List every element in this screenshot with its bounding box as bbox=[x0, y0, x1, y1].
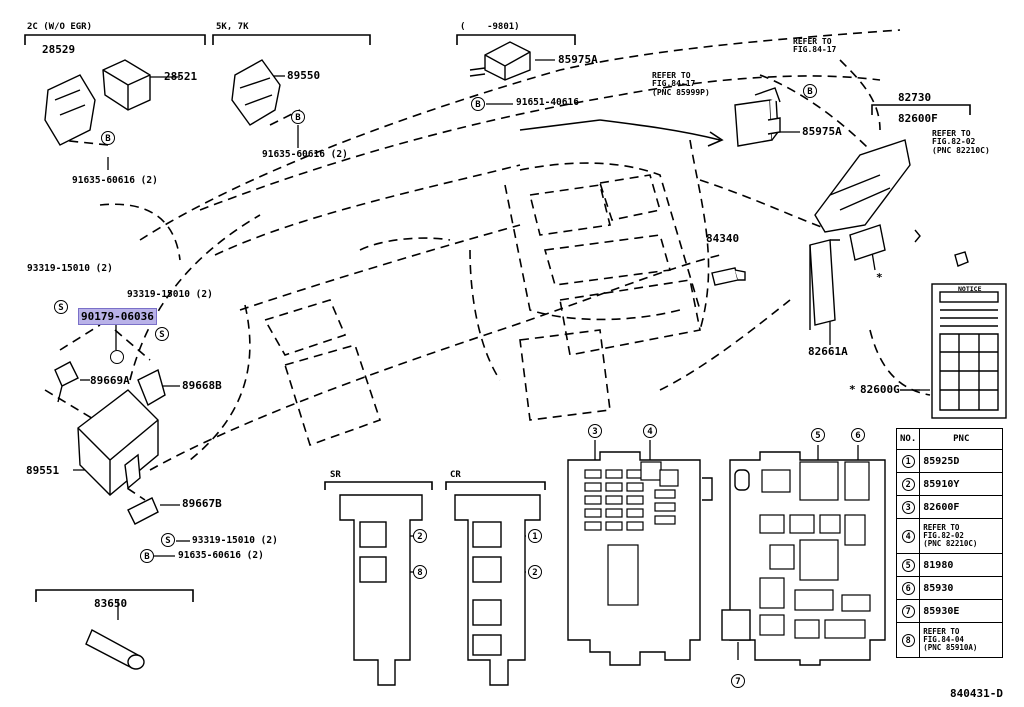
row-number: 5 bbox=[901, 558, 915, 572]
screw-s-icon: S bbox=[161, 533, 175, 547]
row-pnc[interactable]: REFER TO FIG.84-04 (PNC 85910A) bbox=[919, 622, 1004, 658]
table-row[interactable]: 6 85930 bbox=[895, 576, 1004, 600]
table-row[interactable]: 2 85910Y bbox=[895, 472, 1004, 496]
row-number: 6 bbox=[901, 581, 915, 595]
section-5k-7k: 5K, 7K bbox=[216, 22, 249, 32]
callout-8-sr[interactable]: 8 bbox=[413, 565, 427, 579]
part-91635-a[interactable]: 91635-60616 (2) bbox=[72, 175, 158, 186]
part-82600g[interactable]: 82600G bbox=[860, 383, 900, 396]
part-91635-b[interactable]: 91635-60616 (2) bbox=[262, 149, 348, 160]
part-93319-c[interactable]: 93319-15010 (2) bbox=[192, 535, 278, 546]
row-pnc[interactable]: 85930 bbox=[919, 576, 1004, 600]
part-91651[interactable]: 91651-40616 bbox=[516, 97, 579, 108]
row-number: 4 bbox=[901, 529, 915, 543]
section-9801: ( -9801) bbox=[460, 22, 520, 32]
callout-7[interactable]: 7 bbox=[731, 674, 745, 688]
row-number: 8 bbox=[901, 633, 915, 647]
callout-3[interactable]: 3 bbox=[588, 424, 602, 438]
bolt-b-icon: B bbox=[101, 131, 115, 145]
part-93319-b[interactable]: 93319-15010 (2) bbox=[127, 289, 213, 300]
part-90179-06036[interactable]: 90179-06036 bbox=[78, 308, 157, 325]
table-header-pnc: PNC bbox=[919, 428, 1004, 450]
row-number: 1 bbox=[901, 454, 915, 468]
part-89668b[interactable]: 89668B bbox=[182, 379, 222, 392]
nut-icon bbox=[110, 350, 124, 364]
star-mark-ecu: * bbox=[876, 271, 883, 284]
part-83650[interactable]: 83650 bbox=[94, 597, 128, 610]
row-pnc[interactable]: 85910Y bbox=[919, 472, 1004, 496]
row-pnc[interactable]: 85925D bbox=[919, 449, 1004, 473]
part-89669a[interactable]: 89669A bbox=[90, 374, 130, 387]
notice-label: NOTICE bbox=[958, 285, 982, 293]
part-84340[interactable]: 84340 bbox=[706, 232, 740, 245]
part-90179-highlight[interactable]: 90179-06036 bbox=[78, 308, 157, 325]
refer-note-84-17-pnc: REFER TO FIG.84-17 (PNC 85999P) bbox=[652, 71, 710, 97]
row-pnc[interactable]: 81980 bbox=[919, 553, 1004, 577]
part-91635-c[interactable]: 91635-60616 (2) bbox=[178, 550, 264, 561]
section-2c: 2C (W/O EGR) bbox=[27, 22, 93, 32]
row-pnc[interactable]: REFER TO FIG.82-02 (PNC 82210C) bbox=[919, 518, 1004, 554]
row-number: 2 bbox=[901, 477, 915, 491]
callout-2-cr[interactable]: 2 bbox=[528, 565, 542, 579]
screw-s-icon: S bbox=[54, 300, 68, 314]
bolt-b-icon: B bbox=[803, 84, 817, 98]
table-row[interactable]: 3 82600F bbox=[895, 495, 1004, 519]
table-row[interactable]: 1 85925D bbox=[895, 449, 1004, 473]
bolt-b-icon: B bbox=[471, 97, 485, 111]
row-number: 7 bbox=[901, 604, 915, 618]
part-28529[interactable]: 28529 bbox=[42, 43, 76, 56]
section-sr: SR bbox=[330, 470, 341, 480]
row-pnc[interactable]: 82600F bbox=[919, 495, 1004, 519]
refer-note-84-17: REFER TO FIG.84-17 bbox=[793, 37, 837, 55]
callout-1-cr[interactable]: 1 bbox=[528, 529, 542, 543]
part-85975a-top[interactable]: 85975A bbox=[558, 53, 598, 66]
callout-4[interactable]: 4 bbox=[643, 424, 657, 438]
table-row[interactable]: 4 REFER TO FIG.82-02 (PNC 82210C) bbox=[895, 518, 1004, 554]
part-28521[interactable]: 28521 bbox=[164, 70, 198, 83]
table-header-no: NO. bbox=[895, 428, 921, 450]
part-82600f[interactable]: 82600F bbox=[898, 112, 938, 125]
part-89550[interactable]: 89550 bbox=[287, 69, 321, 82]
refer-note-82-02: REFER TO FIG.82-02 (PNC 82210C) bbox=[932, 129, 990, 155]
table-row[interactable]: 5 81980 bbox=[895, 553, 1004, 577]
part-85975a-box[interactable]: 85975A bbox=[802, 125, 842, 138]
bolt-b-icon: B bbox=[291, 110, 305, 124]
bolt-b-icon: B bbox=[140, 549, 154, 563]
part-93319-a[interactable]: 93319-15010 (2) bbox=[27, 263, 113, 274]
callout-6[interactable]: 6 bbox=[851, 428, 865, 442]
screw-s-icon: S bbox=[155, 327, 169, 341]
row-pnc[interactable]: 85930E bbox=[919, 599, 1004, 623]
section-cr: CR bbox=[450, 470, 461, 480]
table-row[interactable]: 7 85930E bbox=[895, 599, 1004, 623]
callout-5[interactable]: 5 bbox=[811, 428, 825, 442]
callout-2-sr[interactable]: 2 bbox=[413, 529, 427, 543]
part-82661a[interactable]: 82661A bbox=[808, 345, 848, 358]
part-89551[interactable]: 89551 bbox=[26, 464, 60, 477]
star-mark: * bbox=[849, 383, 856, 396]
diagram-id: 840431-D bbox=[950, 687, 1003, 700]
table-row[interactable]: 8 REFER TO FIG.84-04 (PNC 85910A) bbox=[895, 622, 1004, 658]
part-82730[interactable]: 82730 bbox=[898, 91, 932, 104]
pnc-table: NO. PNC 1 85925D 2 85910Y 3 82600F 4 REF… bbox=[895, 428, 1004, 658]
row-number: 3 bbox=[901, 500, 915, 514]
part-89667b[interactable]: 89667B bbox=[182, 497, 222, 510]
